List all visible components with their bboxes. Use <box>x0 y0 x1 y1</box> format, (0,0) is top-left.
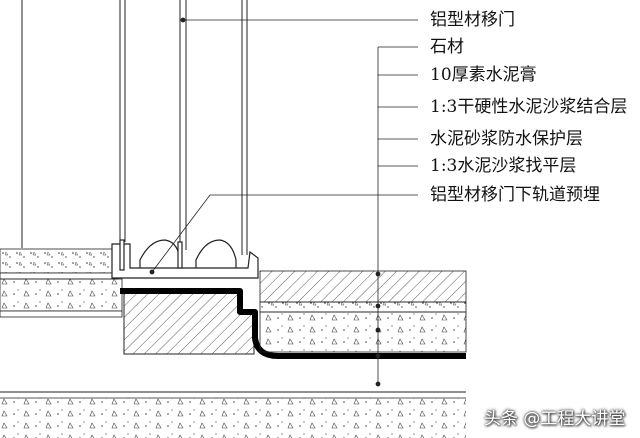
callout-leveling-layer: 1:3水泥沙浆找平层 <box>430 156 577 176</box>
watermark: 头条 @工程大讲堂 <box>484 409 626 429</box>
callout-bonding-layer: 1:3干硬性水泥沙浆结合层 <box>430 97 628 117</box>
rail-embed-block <box>123 291 255 355</box>
left-floor-layers <box>0 248 123 318</box>
waterproof-membrane <box>120 288 466 359</box>
door-panel-lines <box>21 0 248 255</box>
right-floor-layers <box>259 270 467 353</box>
leader-lines <box>149 17 418 387</box>
callout-cement-paste: 10厚素水泥膏 <box>430 65 537 85</box>
callout-waterproof-protection: 水泥砂浆防水保护层 <box>430 129 583 149</box>
aluminum-track-profile <box>111 239 259 279</box>
base-slab <box>0 391 466 438</box>
callout-track-embed: 铝型材移门下轨道预埋 <box>430 185 600 205</box>
callout-stone: 石材 <box>430 37 464 57</box>
callout-aluminum-sliding-door: 铝型材移门 <box>430 10 515 30</box>
